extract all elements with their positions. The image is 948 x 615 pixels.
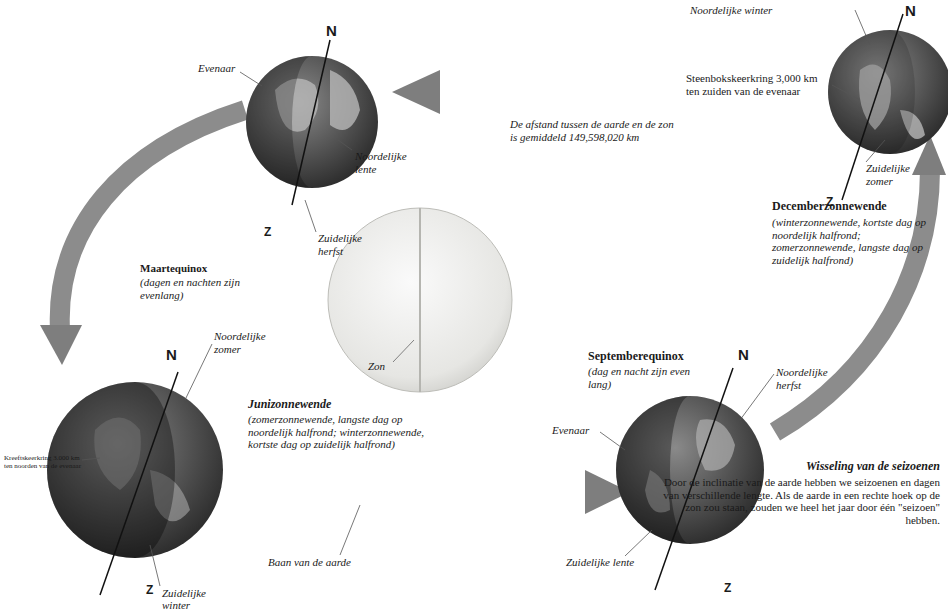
equator-label: Evenaar	[198, 62, 235, 75]
distance-note: De afstand tussen de aarde en de zon is …	[510, 118, 680, 143]
season-label: Noordelijke winter	[690, 4, 772, 17]
season-label: Noordelijke zomer	[214, 330, 289, 355]
pole-letter: N	[326, 22, 337, 39]
note-heading: Wisseling van de seizoenen	[778, 460, 940, 474]
season-label: Zuidelijke herfst	[318, 232, 380, 257]
season-label: Noordelijke lente	[355, 150, 417, 175]
season-label: Noordelijke herfst	[776, 366, 848, 391]
equinox-heading: Septemberequinox	[588, 350, 684, 364]
globes	[47, 14, 948, 595]
pole-letter: N	[166, 346, 177, 363]
solstice-note: (zomerzonnewende, langste dag op noordel…	[248, 413, 448, 451]
equinox-note: (dagen en nachten zijn evenlang)	[140, 276, 265, 301]
tropic-label: Steenbokskeerkring 3,000 km ten zuiden v…	[686, 72, 831, 97]
season-label: Zuidelijke winter	[162, 587, 224, 612]
pole-letter: Z	[146, 584, 153, 598]
pole-letter: N	[905, 2, 916, 19]
note-body: Door de inclinatie van de aarde hebben w…	[652, 476, 940, 527]
season-label: Zuidelijke lente	[566, 556, 634, 569]
equator-label: Evenaar	[552, 424, 589, 437]
sun-label: Zon	[368, 360, 385, 373]
pole-letter: Z	[264, 226, 271, 240]
orbit-label: Baan van de aarde	[268, 556, 351, 569]
tropic-label: Kreeftskeerkring 3.000 km ten noorden va…	[4, 454, 82, 470]
equinox-note: (dag en nacht zijn even lang)	[588, 365, 703, 390]
solstice-note: (winterzonnewende, kortste dag op noorde…	[772, 216, 944, 267]
solstice-heading: Decemberzonnewende	[772, 200, 887, 214]
equinox-heading: Maartequinox	[140, 262, 207, 275]
solstice-heading: Junizonnewende	[248, 398, 331, 412]
season-label: Zuidelijke zomer	[866, 162, 931, 187]
pole-letter: N	[738, 346, 749, 363]
pole-letter: Z	[724, 582, 731, 596]
